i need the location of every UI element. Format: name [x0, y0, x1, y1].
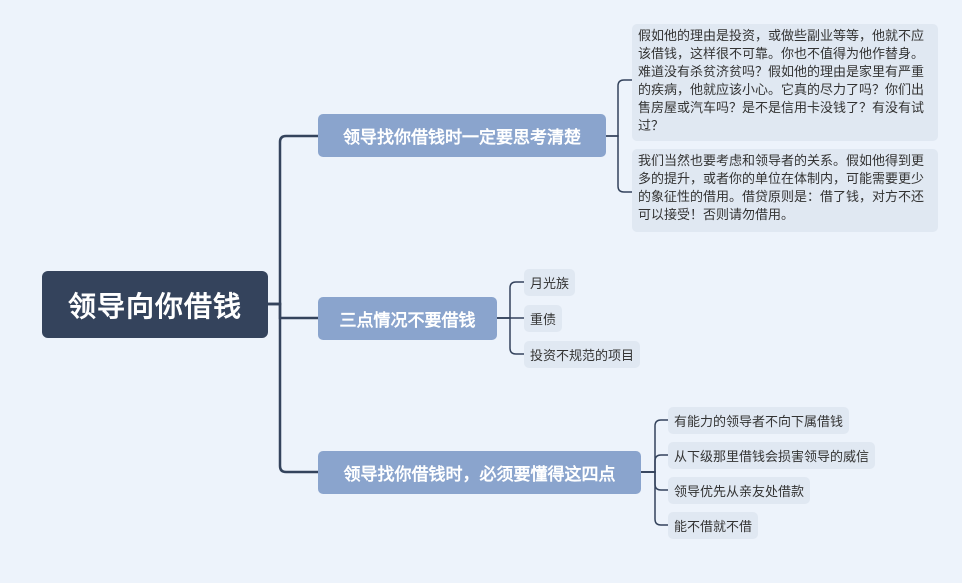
leaf-node-irregular-investment[interactable]: 投资不规范的项目 [524, 341, 641, 368]
branch-node-think-clearly[interactable]: 领导找你借钱时一定要思考清楚 [318, 114, 606, 157]
note-node-reason[interactable]: 假如他的理由是投资，或做些副业等等，他就不应该借钱，这样很不可靠。你也不值得为他… [632, 24, 938, 141]
leaf-node-capable-leader[interactable]: 有能力的领导者不向下属借钱 [668, 407, 850, 434]
connector-branch-2-child-3 [496, 317, 525, 355]
connector-branch-3-child-2 [640, 454, 669, 473]
connector-branch-3-child-4 [640, 471, 669, 526]
leaf-node-moonlight[interactable]: 月光族 [524, 269, 576, 296]
leaf-node-heavy-debt[interactable]: 重债 [524, 305, 563, 332]
root-node[interactable]: 领导向你借钱 [42, 271, 268, 338]
connector-root-branch-3 [266, 302, 320, 474]
connector-branch-2-child-1 [496, 281, 525, 319]
leaf-node-avoid-lending[interactable]: 能不借就不借 [668, 512, 759, 539]
connector-root-branch-2 [266, 302, 320, 320]
note-node-relationship[interactable]: 我们当然也要考虑和领导者的关系。假如他得到更多的提升，或者你的单位在体制内，可能… [632, 149, 938, 232]
branch-node-four-points[interactable]: 领导找你借钱时，必须要懂得这四点 [318, 451, 641, 494]
connector-branch-1-child-2 [605, 135, 633, 193]
connector-branch-3-child-1 [640, 419, 669, 473]
connector-root-branch-1 [266, 134, 320, 306]
connector-branch-1-child-1 [605, 79, 633, 137]
leaf-node-family-first[interactable]: 领导优先从亲友处借款 [668, 477, 811, 504]
leaf-node-prestige[interactable]: 从下级那里借钱会损害领导的威信 [668, 442, 876, 469]
branch-node-three-cases[interactable]: 三点情况不要借钱 [318, 297, 497, 340]
